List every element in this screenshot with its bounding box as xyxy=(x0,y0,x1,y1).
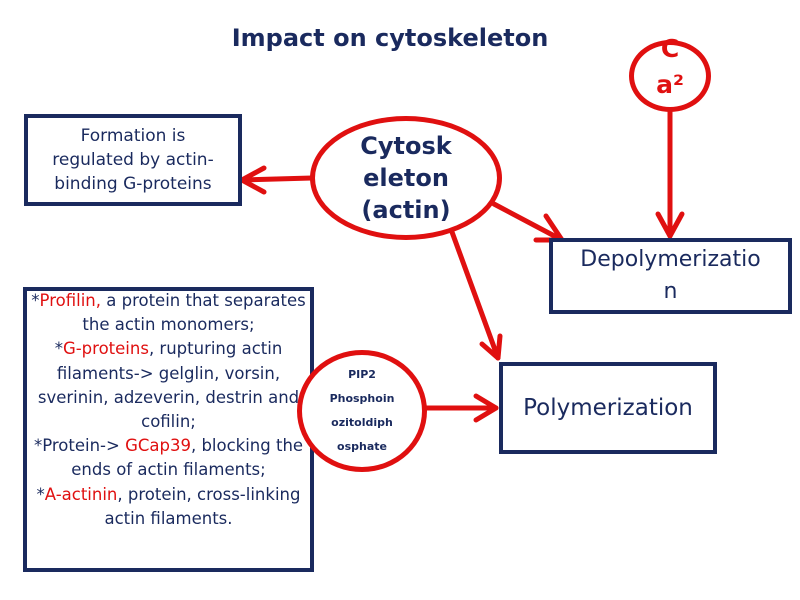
formation-line-2: regulated by actin- xyxy=(52,150,214,170)
list-item-2-text: , rupturing actin filaments-> gelglin, v… xyxy=(37,339,300,432)
depolymerization-box: Depolymerizatio n xyxy=(549,238,792,314)
arrow-to-depolymerization xyxy=(491,201,565,243)
pip2-line-3: ozitoldiph xyxy=(331,416,393,429)
list-item-1-highlight: Profilin, xyxy=(39,291,101,310)
list-item-3-prefix: *Protein-> xyxy=(33,436,126,456)
polymerization-label: Polymerization xyxy=(523,395,693,421)
cytoskeleton-line-2: eleton xyxy=(363,164,449,192)
formation-box: Formation is regulated by actin- binding… xyxy=(24,114,242,206)
list-item-3-highlight: GCap39 xyxy=(125,436,191,456)
formation-line-3: binding G-proteins xyxy=(54,174,212,194)
calcium-node: C a² xyxy=(629,34,711,112)
cytoskeleton-node: Cytosk eleton (actin) xyxy=(310,116,502,240)
arrow-pip2-to-polymerization xyxy=(423,393,499,423)
list-item-3-text: , blocking the ends of actin filaments; xyxy=(71,436,304,480)
list-item-4-text: , protein, cross-linking actin filaments… xyxy=(104,484,301,528)
arrow-to-polymerization xyxy=(449,229,503,361)
regulators-list-box: *Profilin, a protein that separates the … xyxy=(23,287,314,572)
pip2-line-4: osphate xyxy=(337,440,387,453)
depolymerization-line-1: Depolymerizatio xyxy=(580,247,761,272)
list-item-4-highlight: A-actinin xyxy=(44,484,118,504)
cytoskeleton-line-1: Cytosk xyxy=(360,132,452,160)
pip2-node: PIP2 Phosphoin ozitoldiph osphate xyxy=(297,350,427,472)
pip2-line-2: Phosphoin xyxy=(329,392,395,405)
calcium-line-1: C xyxy=(660,34,680,63)
list-item-2-star: * xyxy=(54,339,63,359)
depolymerization-line-2: n xyxy=(663,279,678,304)
arrow-ca-to-depolymerization xyxy=(655,109,685,239)
list-item-1-text: a protein that separates the actin monom… xyxy=(82,291,306,335)
list-item-2-highlight: G-proteins xyxy=(62,339,149,359)
page-title: Impact on cytoskeleton xyxy=(231,24,549,52)
cytoskeleton-line-3: (actin) xyxy=(361,196,451,224)
formation-line-1: Formation is xyxy=(80,126,186,146)
list-item-4-star: * xyxy=(36,484,45,504)
polymerization-box: Polymerization xyxy=(499,362,717,454)
pip2-line-1: PIP2 xyxy=(348,368,376,381)
arrow-to-formation xyxy=(239,165,315,195)
calcium-line-2: a² xyxy=(656,70,684,99)
list-item-1-star: * xyxy=(31,291,40,310)
